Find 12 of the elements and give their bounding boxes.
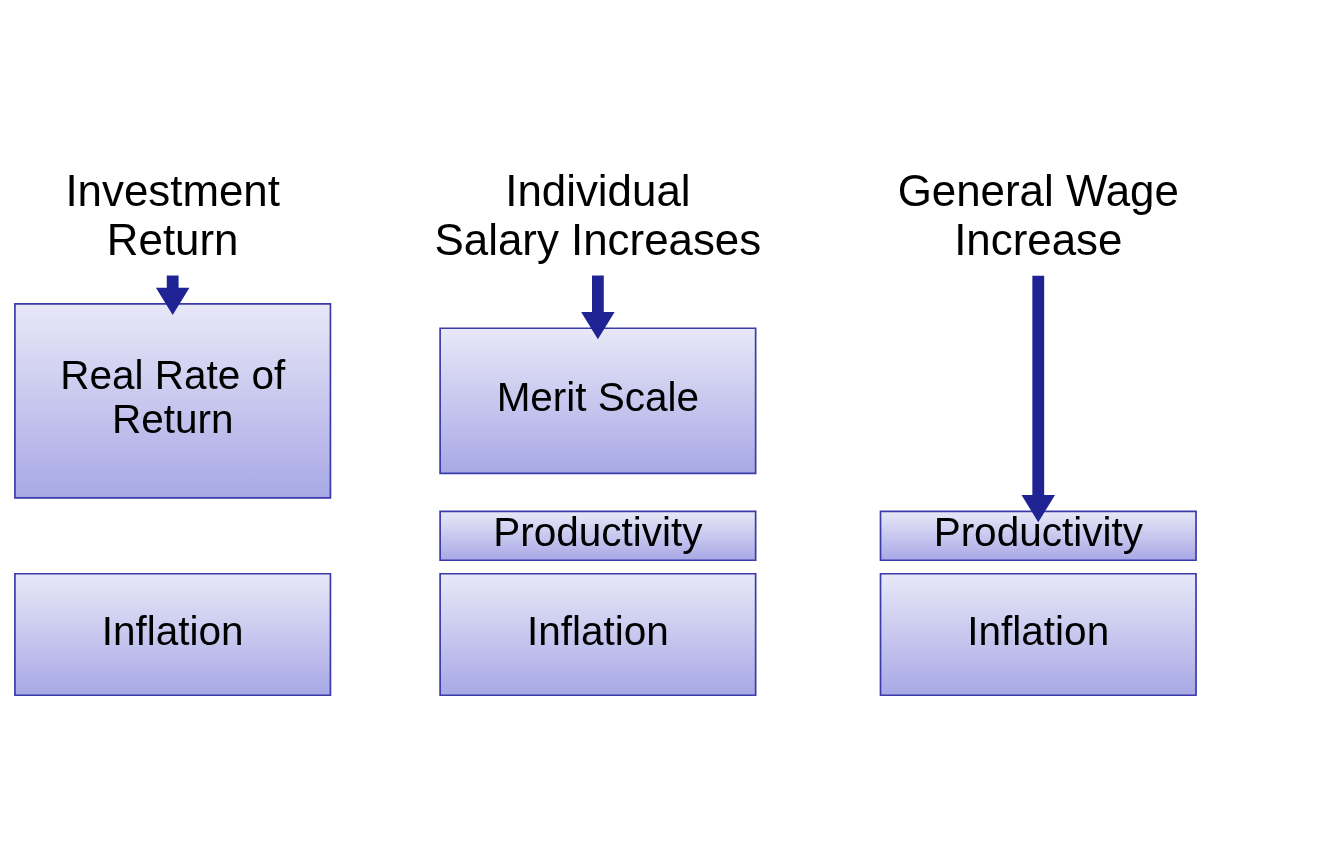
arrow [581, 275, 615, 340]
node-box: Productivity [439, 510, 757, 562]
node-box: Inflation [439, 572, 757, 697]
node-box: Merit Scale [439, 327, 757, 475]
node-box: Inflation [879, 572, 1197, 697]
node-text: Individual Salary Increases [434, 165, 762, 264]
node-text: General Wage Increase [897, 165, 1179, 264]
node-text: Investment Return [65, 165, 280, 264]
node-box: Productivity [879, 510, 1197, 562]
node-box: Real Rate of Return [14, 302, 332, 499]
arrow [1021, 275, 1055, 523]
node-box: Inflation [14, 572, 332, 697]
